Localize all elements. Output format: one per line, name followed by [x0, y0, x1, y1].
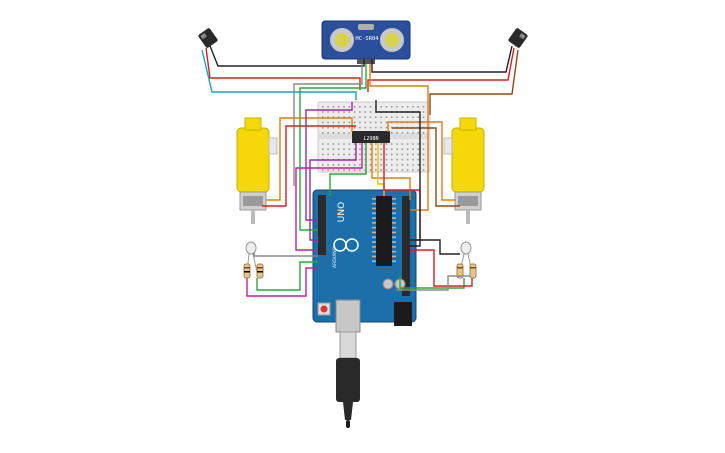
motor-left: [236, 117, 278, 224]
wire-led-right-green: [399, 276, 465, 289]
wire-right-motor-brown: [392, 127, 460, 207]
l298n-chip: L298N: [352, 131, 390, 143]
wire-left-ir-black: [209, 45, 365, 67]
wire-sensor-gray: [293, 64, 363, 186]
wire-right-motor-orange: [387, 121, 456, 201]
resistor-right-1: [456, 263, 464, 279]
wire-led-left-green: [256, 261, 318, 291]
wire-driver-magenta: [295, 143, 363, 251]
wire-left-motor-red: [262, 125, 356, 207]
wire-led-left-magenta: [246, 267, 318, 297]
wire-right-ir-brown: [429, 49, 519, 115]
ir-sensor-left: [198, 28, 218, 48]
wire-left-ir-cyan: [201, 49, 357, 100]
led-left: [245, 241, 258, 273]
sensor-label: HC-SR04: [355, 36, 379, 42]
usb-cable: [336, 331, 360, 428]
wire-board-gray: [396, 275, 470, 291]
chip-label: L298N: [363, 136, 378, 142]
board-brand: UNO: [337, 202, 347, 222]
wire-left-motor-orange: [266, 117, 353, 201]
ultrasonic-sensor: HC-SR04: [321, 20, 411, 64]
wire-sensor-orange: [369, 64, 429, 211]
wire-right-ir-red: [367, 47, 515, 92]
motor-right: [443, 117, 485, 224]
wire-led-left-gray: [253, 252, 318, 257]
wire-right-ir-black: [371, 45, 513, 73]
arduino-uno-board: UNO ARDUINO: [312, 189, 417, 333]
ir-sensor-right: [508, 28, 528, 48]
wire-sensor-green: [299, 64, 367, 231]
board-name: ARDUINO: [332, 246, 338, 268]
wire-driver-orange: [371, 143, 411, 200]
wires: [201, 45, 519, 297]
wire-driver-black: [375, 100, 421, 247]
wire-driver-green: [329, 143, 367, 196]
resistor-left-1: [243, 263, 251, 279]
wire-led-right-black: [410, 239, 460, 255]
resistor-right-2: [469, 263, 477, 279]
wire-driver-purple: [309, 143, 357, 241]
wire-board-purple: [305, 102, 353, 221]
resistor-left-2: [256, 263, 264, 279]
wire-led-right-red: [410, 249, 473, 287]
